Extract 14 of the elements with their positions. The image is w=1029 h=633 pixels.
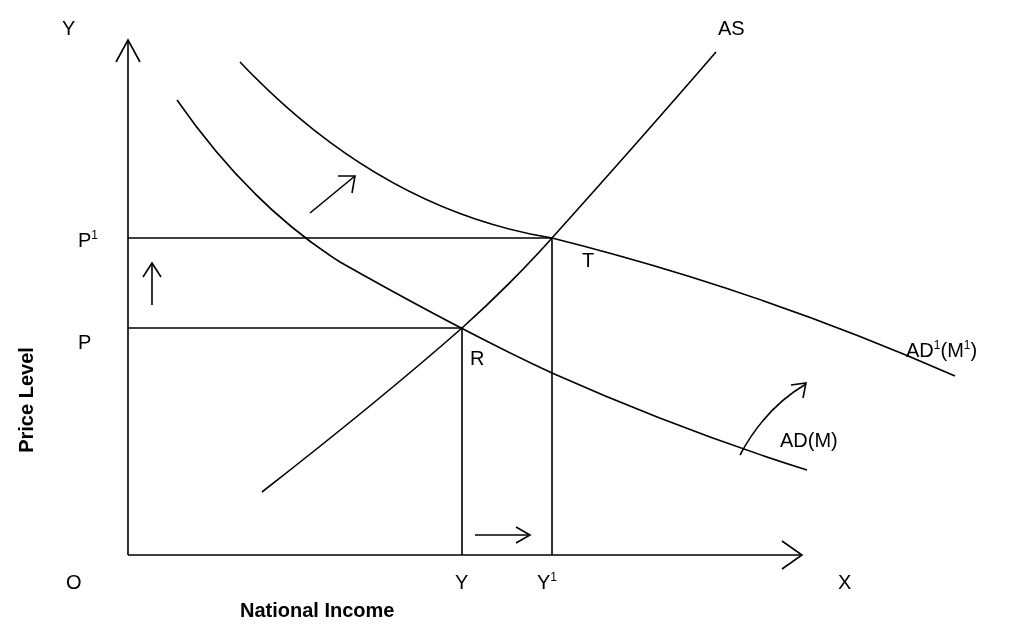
axis-label: Y [62, 18, 76, 38]
curve-label: AD$^{1}$(M$^{1}$) [906, 340, 978, 360]
axis-title: National Income [240, 600, 395, 620]
axis-label: P$^{1}$ [78, 230, 99, 250]
point-label: T [582, 250, 595, 270]
point-label: R [470, 348, 485, 368]
axis-label: Y [455, 572, 469, 592]
axis-label: O [66, 572, 82, 592]
axis-label: P [78, 332, 92, 352]
curve-label: AS [718, 18, 745, 38]
axis-label: Y$^{1}$ [537, 572, 558, 592]
curve-label: AD(M) [780, 430, 838, 450]
axis-label: X [838, 572, 852, 592]
axis-title: Price Level [15, 347, 36, 453]
